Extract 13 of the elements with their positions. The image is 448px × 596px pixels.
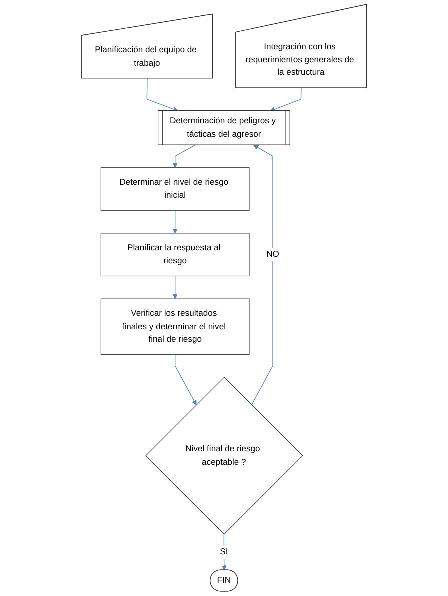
arrow xyxy=(172,276,178,300)
arrow xyxy=(270,88,302,112)
node-diamond: Nivel final de riesgo aceptable ? xyxy=(145,377,304,535)
arrow xyxy=(251,145,274,406)
edge-label: NO xyxy=(266,250,280,260)
arrow xyxy=(172,210,178,234)
edge-label: SI xyxy=(220,546,228,557)
node-box: Verificar los resultados finales y determinar el nivel final de riesgo xyxy=(100,298,250,355)
node-box: Determinar el nivel de riesgo inicial xyxy=(100,168,250,211)
node-box: Planificar la respuesta al riesgo xyxy=(100,233,250,277)
arrow xyxy=(174,354,197,406)
arrow xyxy=(146,78,178,112)
arrow xyxy=(172,144,196,168)
